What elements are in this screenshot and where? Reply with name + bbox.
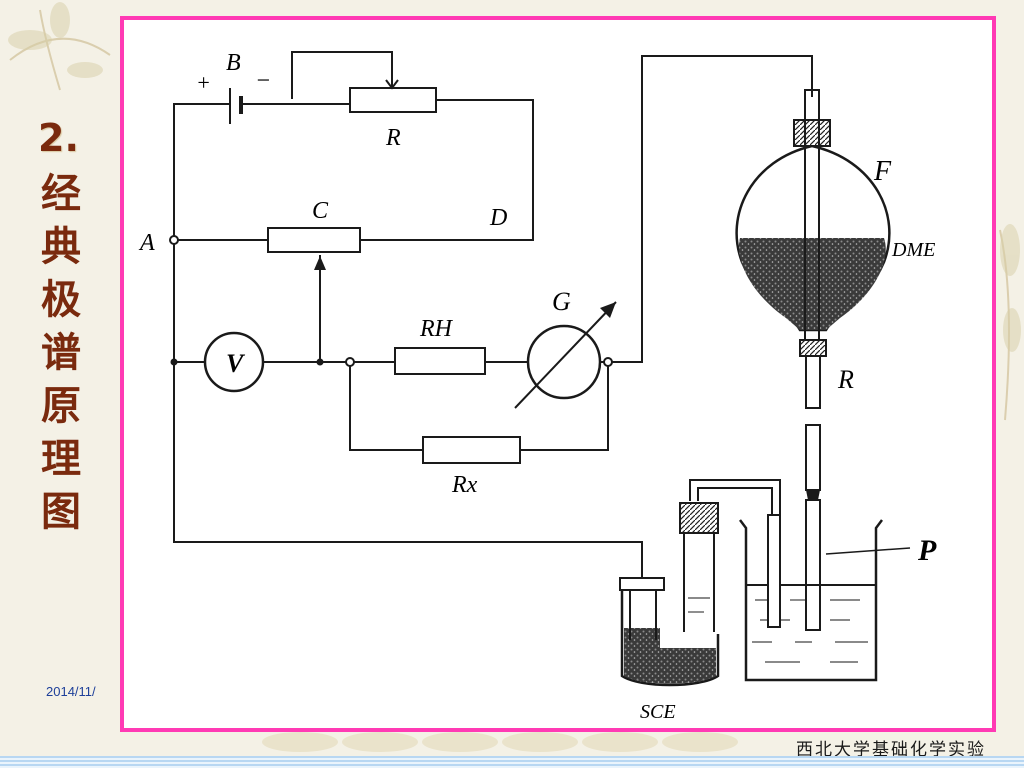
junction-dot xyxy=(316,358,324,366)
wire-rx-right xyxy=(519,361,609,451)
label-funnel: F xyxy=(873,156,892,187)
junction-terminal xyxy=(603,357,613,367)
label-minus: − xyxy=(255,68,271,94)
heading-char: 谱 xyxy=(41,330,81,376)
label-node-a: A xyxy=(138,230,155,256)
slide-footer: 西北大学基础化学实验 xyxy=(796,740,986,760)
label-battery: B xyxy=(226,50,241,76)
heading-title: 经 典 极 谱 原 理 图 xyxy=(38,168,84,539)
slider-arrow-icon xyxy=(314,256,326,270)
wire-g-right xyxy=(599,55,813,363)
slide-wire-resistor xyxy=(267,227,361,253)
label-resistor-h-text: RH xyxy=(419,316,454,342)
label-rheostat: R xyxy=(385,125,401,151)
heading-number: 2. xyxy=(38,116,79,160)
capillary-electrode xyxy=(805,424,821,631)
wire-rheostat-right xyxy=(435,99,534,241)
wire-rheostat-tap xyxy=(291,51,393,99)
junction-dot xyxy=(170,358,178,366)
label-node-d: D xyxy=(489,205,507,231)
wire-bottom-to-sce xyxy=(173,361,643,579)
rheostat-arrow-icon xyxy=(385,74,399,90)
salt-bridge-tube xyxy=(689,479,781,516)
heading-char: 极 xyxy=(41,277,81,323)
slide-date: 2014/11/ xyxy=(46,684,96,699)
label-cell-p: P xyxy=(917,534,937,567)
footer-stripe xyxy=(0,756,1024,768)
slide-heading: 2. 经 典 极 谱 原 理 图 xyxy=(38,112,98,539)
heading-char: 图 xyxy=(41,489,81,535)
mercury-reservoir-funnel xyxy=(735,89,891,409)
label-resistor-h: RH xyxy=(419,316,454,342)
label-galvanometer: G xyxy=(552,287,571,316)
label-dme: DME xyxy=(891,239,935,261)
junction-terminal xyxy=(345,357,355,367)
resistor-h xyxy=(394,347,486,375)
label-slide-wire: C xyxy=(312,198,329,224)
electrolytic-cell-beaker xyxy=(739,514,911,682)
wire-top-left xyxy=(173,103,229,361)
calomel-electrode xyxy=(619,502,720,687)
heading-char: 原 xyxy=(41,383,81,429)
voltmeter-icon xyxy=(203,331,265,393)
node-a-terminal xyxy=(169,235,179,245)
rheostat-resistor xyxy=(349,87,437,113)
label-reservoir-r: R xyxy=(837,365,854,394)
label-sce: SCE xyxy=(640,701,676,723)
heading-char: 理 xyxy=(41,436,81,482)
label-plus: + xyxy=(196,70,211,95)
resistor-x xyxy=(422,436,521,464)
wire-rx-loop xyxy=(349,361,424,451)
heading-char: 典 xyxy=(41,224,81,270)
battery-icon xyxy=(229,88,243,124)
label-voltmeter: V xyxy=(226,349,246,378)
label-resistor-x: Rx xyxy=(451,472,478,498)
heading-char: 经 xyxy=(41,171,81,217)
diagram-frame: B + − R A C D V RH G xyxy=(120,16,996,732)
polarography-circuit-diagram: B + − R A C D V RH G xyxy=(138,50,937,723)
galvanometer-icon xyxy=(514,301,617,409)
